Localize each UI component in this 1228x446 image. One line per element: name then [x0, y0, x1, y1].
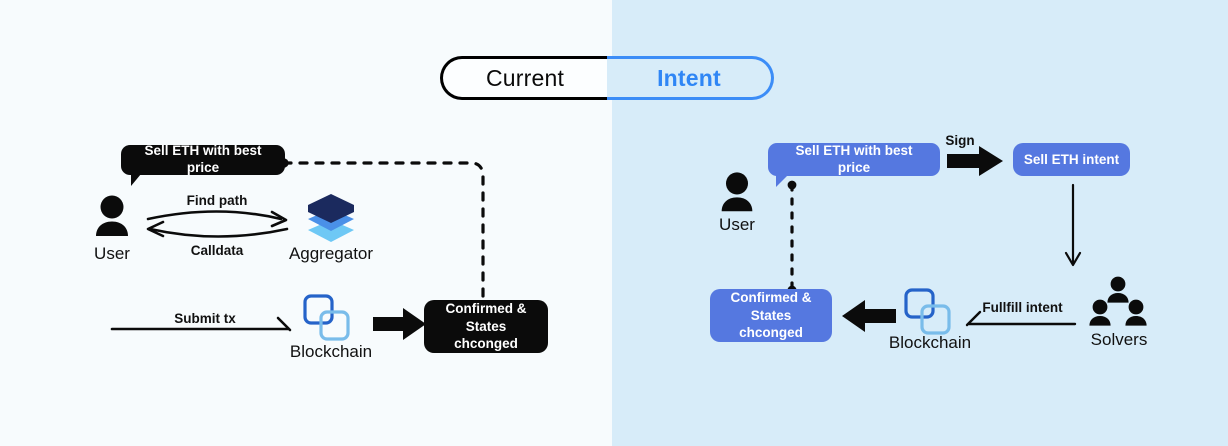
fulfill-intent-label: Fullfill intent — [982, 300, 1063, 315]
current-confirmed-line1: Confirmed & — [445, 301, 527, 317]
current-user-label: User — [94, 244, 130, 263]
intent-user-silhouette-icon — [721, 172, 753, 212]
submit-tx-label: Submit tx — [174, 311, 236, 326]
toggle-label-intent: Intent — [657, 64, 721, 91]
user-silhouette-icon — [96, 195, 128, 236]
intent-to-solvers-arrow — [1064, 183, 1082, 267]
current-request-text: Sell ETH with best price — [144, 143, 262, 175]
solvers-label: Solvers — [1090, 330, 1148, 349]
current-aggregator-label: Aggregator — [288, 244, 374, 263]
intent-request-text: Sell ETH with best price — [795, 142, 913, 175]
find-path-label: Find path — [186, 193, 248, 208]
current-confirmed-box: Confirmed & States chconged — [424, 300, 548, 353]
current-request-bubble: Sell ETH with best price — [121, 143, 285, 186]
sell-eth-intent-box: Sell ETH intent — [1013, 143, 1130, 176]
sign-label: Sign — [945, 133, 975, 148]
sell-eth-intent-text: Sell ETH intent — [1023, 151, 1120, 167]
intent-confirmed-box: Confirmed & States chconged — [710, 289, 832, 342]
submit-tx-arrow — [110, 316, 292, 332]
calldata-label: Calldata — [190, 243, 244, 258]
find-path-calldata-arrows — [146, 210, 289, 238]
overlapping-squares-icon — [303, 294, 350, 341]
intent-bubble-tail — [776, 175, 788, 187]
mode-toggle[interactable]: Current Intent — [440, 56, 774, 100]
intent-blockchain-label: Blockchain — [888, 333, 972, 352]
three-users-icon — [1089, 276, 1147, 326]
intent-block-arrow-icon — [842, 300, 896, 332]
current-confirmed-line2: States chconged — [454, 318, 518, 352]
intent-request-bubble: Sell ETH with best price — [768, 142, 940, 187]
intent-overlapping-squares-icon — [904, 288, 951, 335]
fulfill-intent-arrow — [965, 310, 1077, 327]
intent-dotted-path — [787, 180, 797, 295]
bubble-tail — [131, 174, 141, 186]
current-blockchain-label: Blockchain — [289, 342, 373, 361]
toggle-option-current[interactable]: Current — [440, 56, 607, 100]
intent-user-label: User — [719, 215, 755, 234]
intent-confirmed-line2: States chconged — [739, 307, 803, 341]
toggle-label-current: Current — [485, 64, 565, 91]
toggle-option-intent[interactable]: Intent — [607, 56, 774, 100]
sign-block-arrow-icon — [947, 146, 1003, 176]
stacked-hexagons-icon — [308, 194, 354, 242]
intent-confirmed-line1: Confirmed & — [730, 290, 812, 306]
current-block-arrow-icon — [373, 308, 426, 340]
